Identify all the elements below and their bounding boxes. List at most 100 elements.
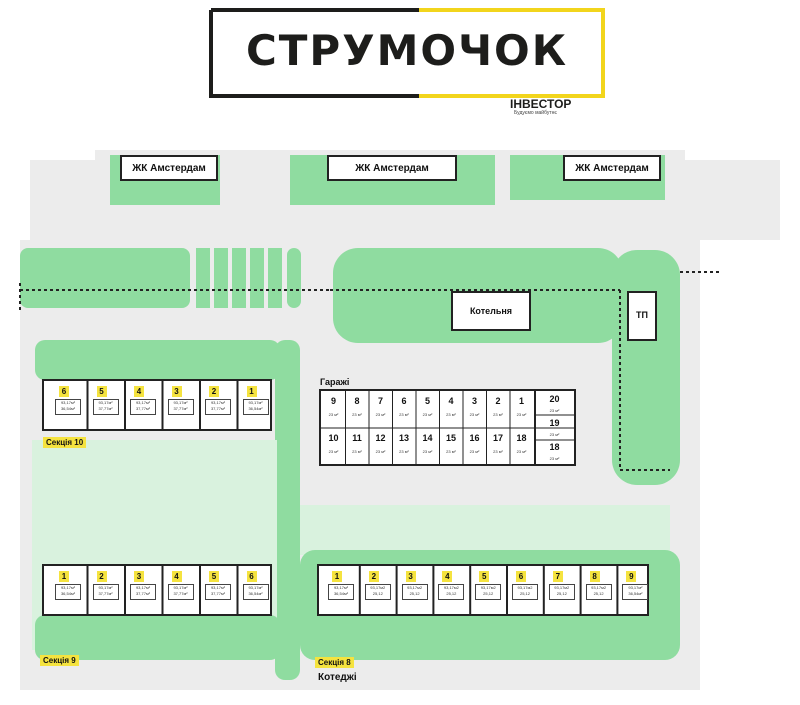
garage-number: 11 xyxy=(352,433,362,443)
garage-area: 23 м² xyxy=(469,412,480,417)
brand-name: ІНВЕСТОР xyxy=(510,97,572,111)
logo-frame xyxy=(209,8,605,98)
building-amsterdam-left: ЖК Амстердам xyxy=(120,155,218,181)
unit-number: 2 xyxy=(96,571,107,582)
unit-area-2: 37,77м² xyxy=(135,406,151,411)
cottages-label: Котеджі xyxy=(318,672,357,683)
garage-number: 14 xyxy=(422,433,433,443)
green-parking-4 xyxy=(250,248,264,308)
unit-number: 4 xyxy=(171,571,182,582)
garage-number: 8 xyxy=(354,396,360,406)
boiler-box xyxy=(451,291,531,331)
unit-number: 3 xyxy=(405,571,416,582)
unit-area: 93,17м2 xyxy=(591,585,607,590)
garage-number: 18 xyxy=(516,433,527,443)
building-amsterdam-right: ЖК Амстердам xyxy=(563,155,661,181)
unit-area-2: 25,12 xyxy=(409,591,420,596)
garage-number: 3 xyxy=(471,396,477,406)
unit-area: 93,17м² xyxy=(135,400,151,405)
garage-area: 23 м² xyxy=(328,449,339,454)
garage-area: 23 м² xyxy=(446,449,456,454)
garage-area: 23 м² xyxy=(352,412,362,417)
garage-area: 23 м² xyxy=(375,412,386,417)
boiler-label: Котельня xyxy=(469,306,513,316)
tp-box xyxy=(627,291,657,341)
unit-area: 93,17м² xyxy=(60,585,76,590)
garage-area: 23 м² xyxy=(469,449,480,454)
garage-area: 23 м² xyxy=(375,449,386,454)
garage-number: 12 xyxy=(375,433,386,443)
unit-number: 7 xyxy=(552,571,563,582)
unit-area-2: 36,54м² xyxy=(60,406,76,411)
unit-area: 93,17м2 xyxy=(407,585,423,590)
garage-area: 23 м² xyxy=(399,449,409,454)
unit-area: 93,17м2 xyxy=(517,585,533,590)
unit-area: 93,17м² xyxy=(248,585,263,590)
section10-block xyxy=(42,379,272,431)
unit-area-2: 37,77м² xyxy=(98,591,113,596)
logo-text: СТРУМОЧОК xyxy=(245,26,569,75)
section-8-label: Секція 8 xyxy=(315,657,354,668)
garage-area: 23 м² xyxy=(493,449,503,454)
green-parking-2 xyxy=(214,248,228,308)
garage-number: 6 xyxy=(401,396,407,406)
garage-number: 18 xyxy=(549,442,560,452)
unit-area: 93,17м² xyxy=(173,585,188,590)
unit-area-2: 25,12 xyxy=(593,591,604,596)
garage-area: 23 м² xyxy=(422,412,433,417)
unit-number: 9 xyxy=(626,571,637,582)
garage-number: 9 xyxy=(330,396,336,406)
green-parking-6 xyxy=(287,248,301,308)
unit-number: 6 xyxy=(246,571,257,582)
unit-area: 93,17м² xyxy=(173,400,188,405)
green-section9-bottom xyxy=(35,615,280,660)
unit-number: 6 xyxy=(516,571,526,582)
green-vertical-divider xyxy=(275,340,300,680)
green-parking-3 xyxy=(232,248,246,308)
garage-area: 23 м² xyxy=(328,412,339,417)
unit-area-2: 25,12 xyxy=(372,591,383,596)
unit-number: 3 xyxy=(171,386,182,397)
garages-label: Гаражі xyxy=(320,377,350,387)
unit-number: 3 xyxy=(134,571,144,582)
garage-number: 7 xyxy=(377,396,383,406)
unit-number: 1 xyxy=(59,571,69,582)
garage-area: 23 м² xyxy=(422,449,433,454)
unit-area: 93,17м² xyxy=(98,585,113,590)
section-9-label: Секція 9 xyxy=(40,655,79,666)
garage-area: 23 м² xyxy=(446,412,456,417)
unit-area-2: 37,77м² xyxy=(210,406,226,411)
unit-area: 93,17м² xyxy=(98,400,113,405)
unit-number: 1 xyxy=(246,386,257,397)
unit-area: 93,17м² xyxy=(248,400,263,405)
garage-number: 15 xyxy=(445,433,456,443)
unit-area-2: 36,54м² xyxy=(248,591,263,596)
garage-number: 5 xyxy=(424,396,430,406)
unit-area-2: 37,77м² xyxy=(173,406,188,411)
garage-number: 2 xyxy=(495,396,501,406)
unit-area: 93,17м² xyxy=(60,400,76,405)
unit-area-2: 25,12 xyxy=(556,591,567,596)
unit-number: 4 xyxy=(134,386,144,397)
garage-number: 20 xyxy=(549,394,560,404)
garage-area: 23 м² xyxy=(516,449,527,454)
unit-area: 93,17м2 xyxy=(554,585,570,590)
unit-area: 93,17м2 xyxy=(480,585,496,590)
green-lawn-right xyxy=(300,505,670,555)
section-10-label: Секція 10 xyxy=(43,437,87,448)
unit-number: 4 xyxy=(442,571,453,582)
garage-number: 16 xyxy=(469,433,480,443)
